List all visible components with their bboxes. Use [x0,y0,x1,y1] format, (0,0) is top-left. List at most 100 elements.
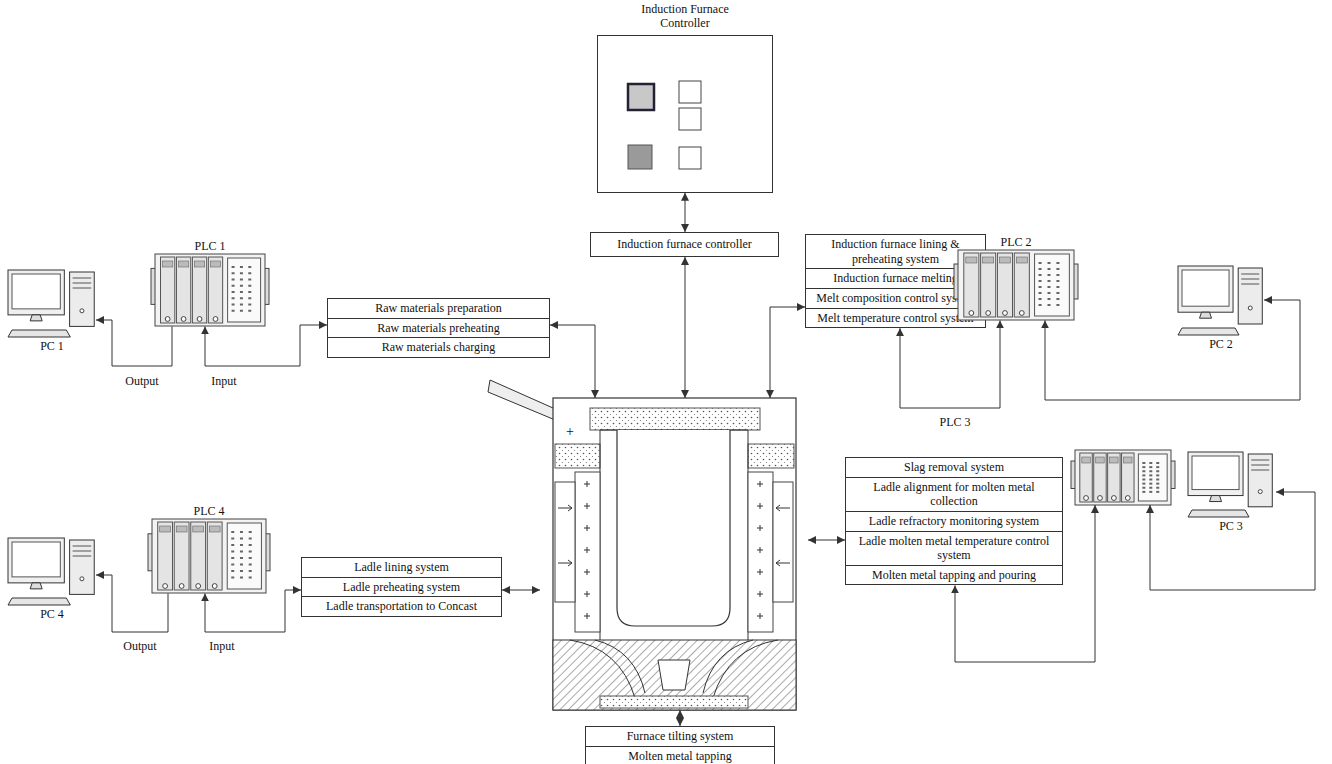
module-led [209,526,220,532]
plc-body [1075,450,1171,505]
module-led [1110,457,1118,463]
insulation [748,444,794,468]
plc-device [958,250,1074,320]
flow-arrow [776,505,790,511]
coil-mark [757,569,763,575]
terminal [1149,462,1152,464]
terminal [1149,487,1152,489]
terminal [240,304,243,306]
terminal [1142,466,1145,468]
connector [502,590,540,591]
button [679,147,701,169]
io-module [207,522,222,590]
computer-icon [8,270,96,338]
terminal [1056,286,1059,288]
io-module [997,253,1012,317]
keyboard [1178,328,1239,335]
terminal [1039,292,1042,294]
process-row: Raw materials preparation [328,299,549,318]
coil-bracket [555,482,575,602]
coil-mark [757,503,763,509]
module-led [176,526,187,532]
stack-node: Furnace tilting systemMolten metal tappi… [585,726,775,764]
terminal [1156,491,1159,493]
terminal [1142,483,1145,485]
coil-mark [584,569,590,575]
module-port [212,584,217,589]
io-module [191,522,206,590]
connector [900,320,1000,408]
process-row: Ladle lining system [302,558,501,577]
module-port [197,317,202,322]
screen [1182,270,1229,306]
power-button [1258,490,1262,494]
terminal [1039,262,1042,264]
signal-label: Output [121,639,158,653]
pc-node: PC 3 [1188,452,1274,534]
pc-node: PC 4 [8,538,96,622]
process-row: Furnace tilting system [586,727,774,746]
coil-mark [757,613,763,619]
io-module [1108,453,1120,502]
flow-arrow [776,560,790,566]
terminal [1039,280,1042,282]
io-module [161,257,175,323]
box-node: Induction furnace controller [590,232,779,257]
controller-panel [597,35,773,193]
device-label: PC 3 [1188,518,1274,534]
connector [770,307,805,398]
module-port [1003,311,1008,316]
io-module [1014,253,1029,317]
drive-slot [1241,284,1259,285]
panel-face [598,36,771,191]
terminal [231,544,234,546]
furnace-lid [590,408,760,430]
crucible-wall [600,430,748,640]
furnace-casing [553,398,796,710]
pc-node: PC 2 [1178,266,1264,352]
terminal [1039,304,1042,306]
module-port [181,317,186,322]
process-row: Ladle transportation to Concast [302,596,501,616]
tower [1238,268,1262,324]
module-led [163,261,173,267]
terminal [1156,483,1159,485]
terminal [232,291,235,293]
terminal [1149,483,1152,485]
button [679,108,701,130]
module-port [196,584,201,589]
io-module [176,257,190,323]
coil-mark [584,481,590,487]
monitor-stand [1210,496,1222,502]
terminal [249,551,252,553]
coil-mark [584,547,590,553]
io-module [158,522,173,590]
terminal [231,557,234,559]
terminal [231,551,234,553]
io-module [1122,453,1134,502]
process-row: Ladle molten metal temperature control s… [846,531,1062,565]
plc-node: PLC 1 [155,238,265,326]
drive-slot [73,556,92,557]
terminal [240,298,243,300]
process-row: Slag removal system [846,458,1062,477]
monitor [8,538,64,583]
terminal [240,310,243,312]
drive-slot [73,551,92,552]
module-led [966,257,977,263]
flow-arrow [558,505,572,511]
device-label: PLC 3 [937,415,972,429]
monitor-stand [30,315,42,321]
terminal [1047,286,1050,288]
screen [12,542,60,577]
keyboard [1188,510,1249,517]
io-module [981,253,996,317]
terminal [1047,298,1050,300]
terminal [240,531,243,533]
terminal [1056,304,1059,306]
tower [70,540,95,594]
terminal [231,531,234,533]
coil-mark [757,547,763,553]
monitor [1178,266,1233,312]
module-led [983,257,994,263]
